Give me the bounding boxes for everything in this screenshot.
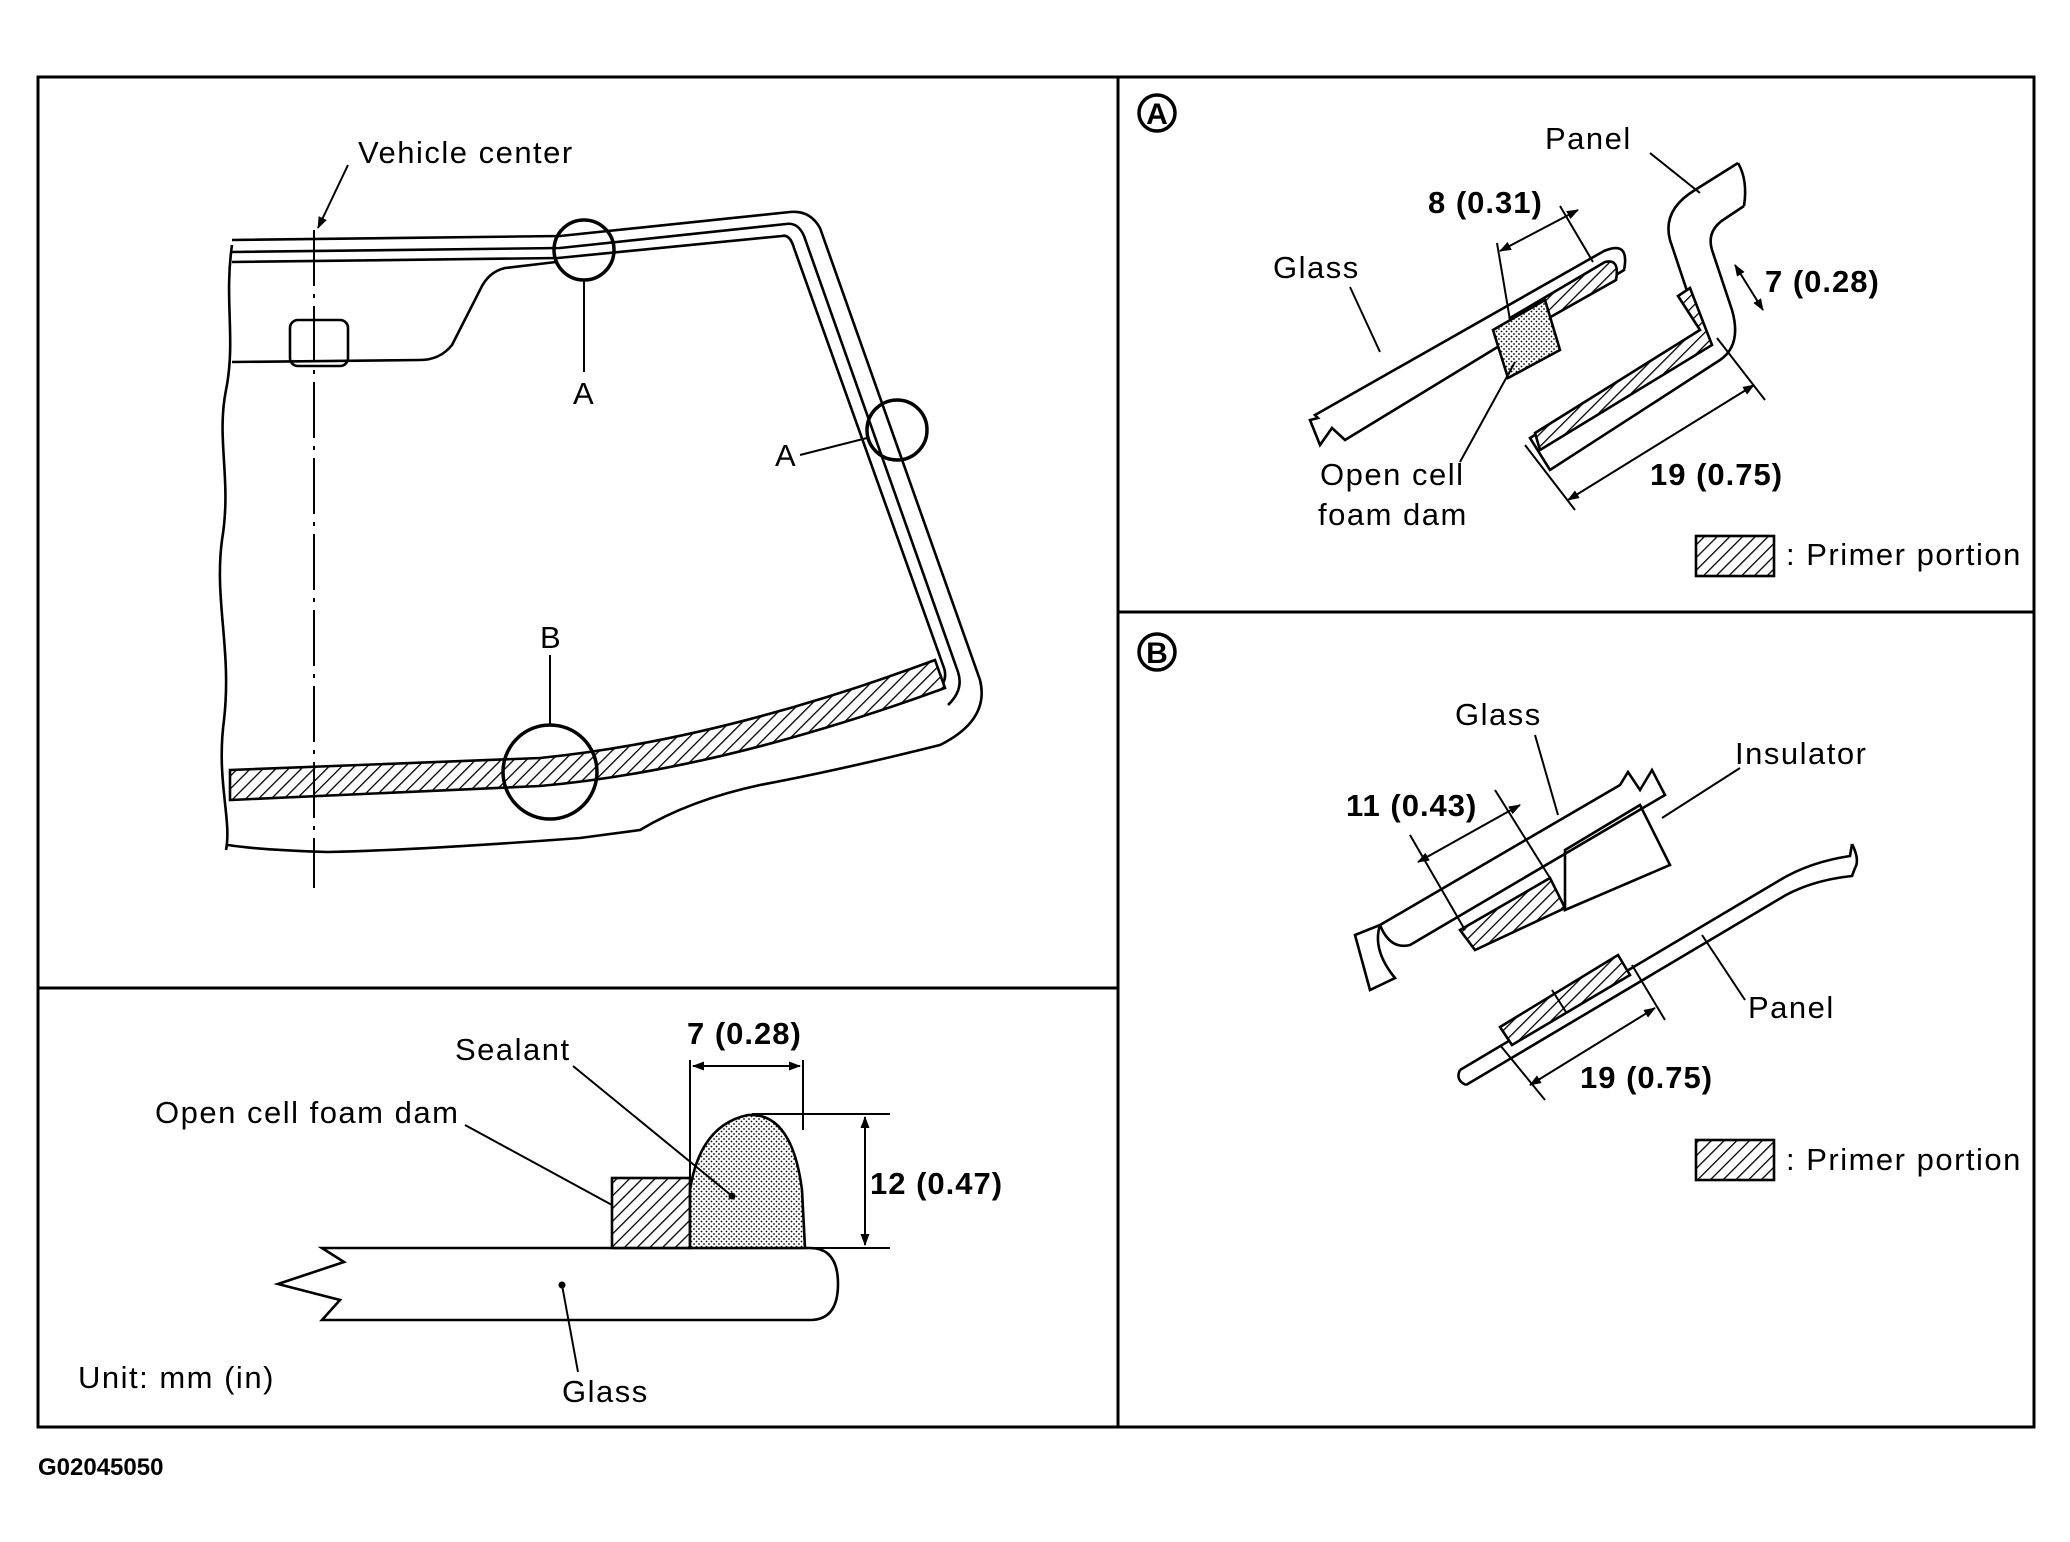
detail-circle-a-side [865,398,929,462]
detail-b-dim-19: 19 (0.75) [1580,1060,1713,1095]
detail-a-panel-label: Panel [1545,121,1632,156]
detail-a-legend-swatch [1694,534,1776,578]
sealant-width-dim: 7 (0.28) [687,1016,802,1051]
mirror-base [288,318,350,368]
sealant-height-dim: 12 (0.47) [870,1166,1003,1201]
section-glass-label: Glass [562,1374,649,1409]
detail-b-insulator-label: Insulator [1735,736,1867,771]
detail-a-label-side: A [775,438,797,473]
detail-a-panel [1528,161,1745,472]
detail-b-panel-label: Panel [1748,990,1835,1025]
detail-b-legend: : Primer portion [1786,1142,2022,1177]
detail-a-glass-label: Glass [1273,250,1360,285]
detail-a-legend: : Primer portion [1786,537,2022,572]
sealant-section: Sealant Open cell foam dam 7 (0.28) 12 (… [78,1016,1003,1409]
sealant-bead [688,1113,807,1250]
section-glass [273,1246,840,1322]
detail-b-marker-letter: B [1146,637,1168,670]
detail-circle-a-top [552,218,616,282]
detail-b-dim-11: 11 (0.43) [1346,788,1477,823]
detail-a-foam-dam [1491,298,1562,380]
sealant-label: Sealant [455,1032,571,1067]
detail-a-dim-8: 8 (0.31) [1428,185,1543,220]
detail-b-insulator [1563,803,1672,912]
detail-b-label: B [540,620,562,655]
detail-a-marker-letter: A [1146,98,1168,131]
foam-dam-label: Open cell foam dam [155,1095,459,1130]
vehicle-center-label: Vehicle center [358,135,574,170]
detail-a: A Panel Glass 8 (0.31) 7 (0.28) 19 (0.75… [1137,93,2022,578]
detail-a-marker [1137,93,1177,133]
unit-label: Unit: mm (in) [78,1360,275,1395]
foam-dam-block [610,1176,692,1250]
detail-b-marker [1137,632,1177,672]
detail-b-glass-label: Glass [1455,697,1542,732]
detail-b: B Glass Insulator 11 (0.43) Panel 19 [1137,632,2022,1182]
detail-b-glass-primer [1458,876,1567,952]
primer-strip [228,658,947,802]
detail-b-glass [1378,767,1667,948]
figure-id: G02045050 [38,1454,163,1481]
detail-b-panel [1459,843,1854,1072]
detail-a-glass [1308,246,1627,448]
detail-a-panel-primer [1533,286,1714,452]
detail-a-dim-19: 19 (0.75) [1650,457,1783,492]
windshield-overview: Vehicle center A A B [218,135,983,888]
panel-frames [36,75,2036,1429]
detail-a-dim-7: 7 (0.28) [1765,264,1880,299]
detail-a-foam-label-1: Open cell [1320,457,1464,492]
detail-a-label-top: A [573,376,595,411]
detail-b-legend-swatch [1694,1138,1776,1182]
detail-a-foam-label-2: foam dam [1318,497,1468,532]
